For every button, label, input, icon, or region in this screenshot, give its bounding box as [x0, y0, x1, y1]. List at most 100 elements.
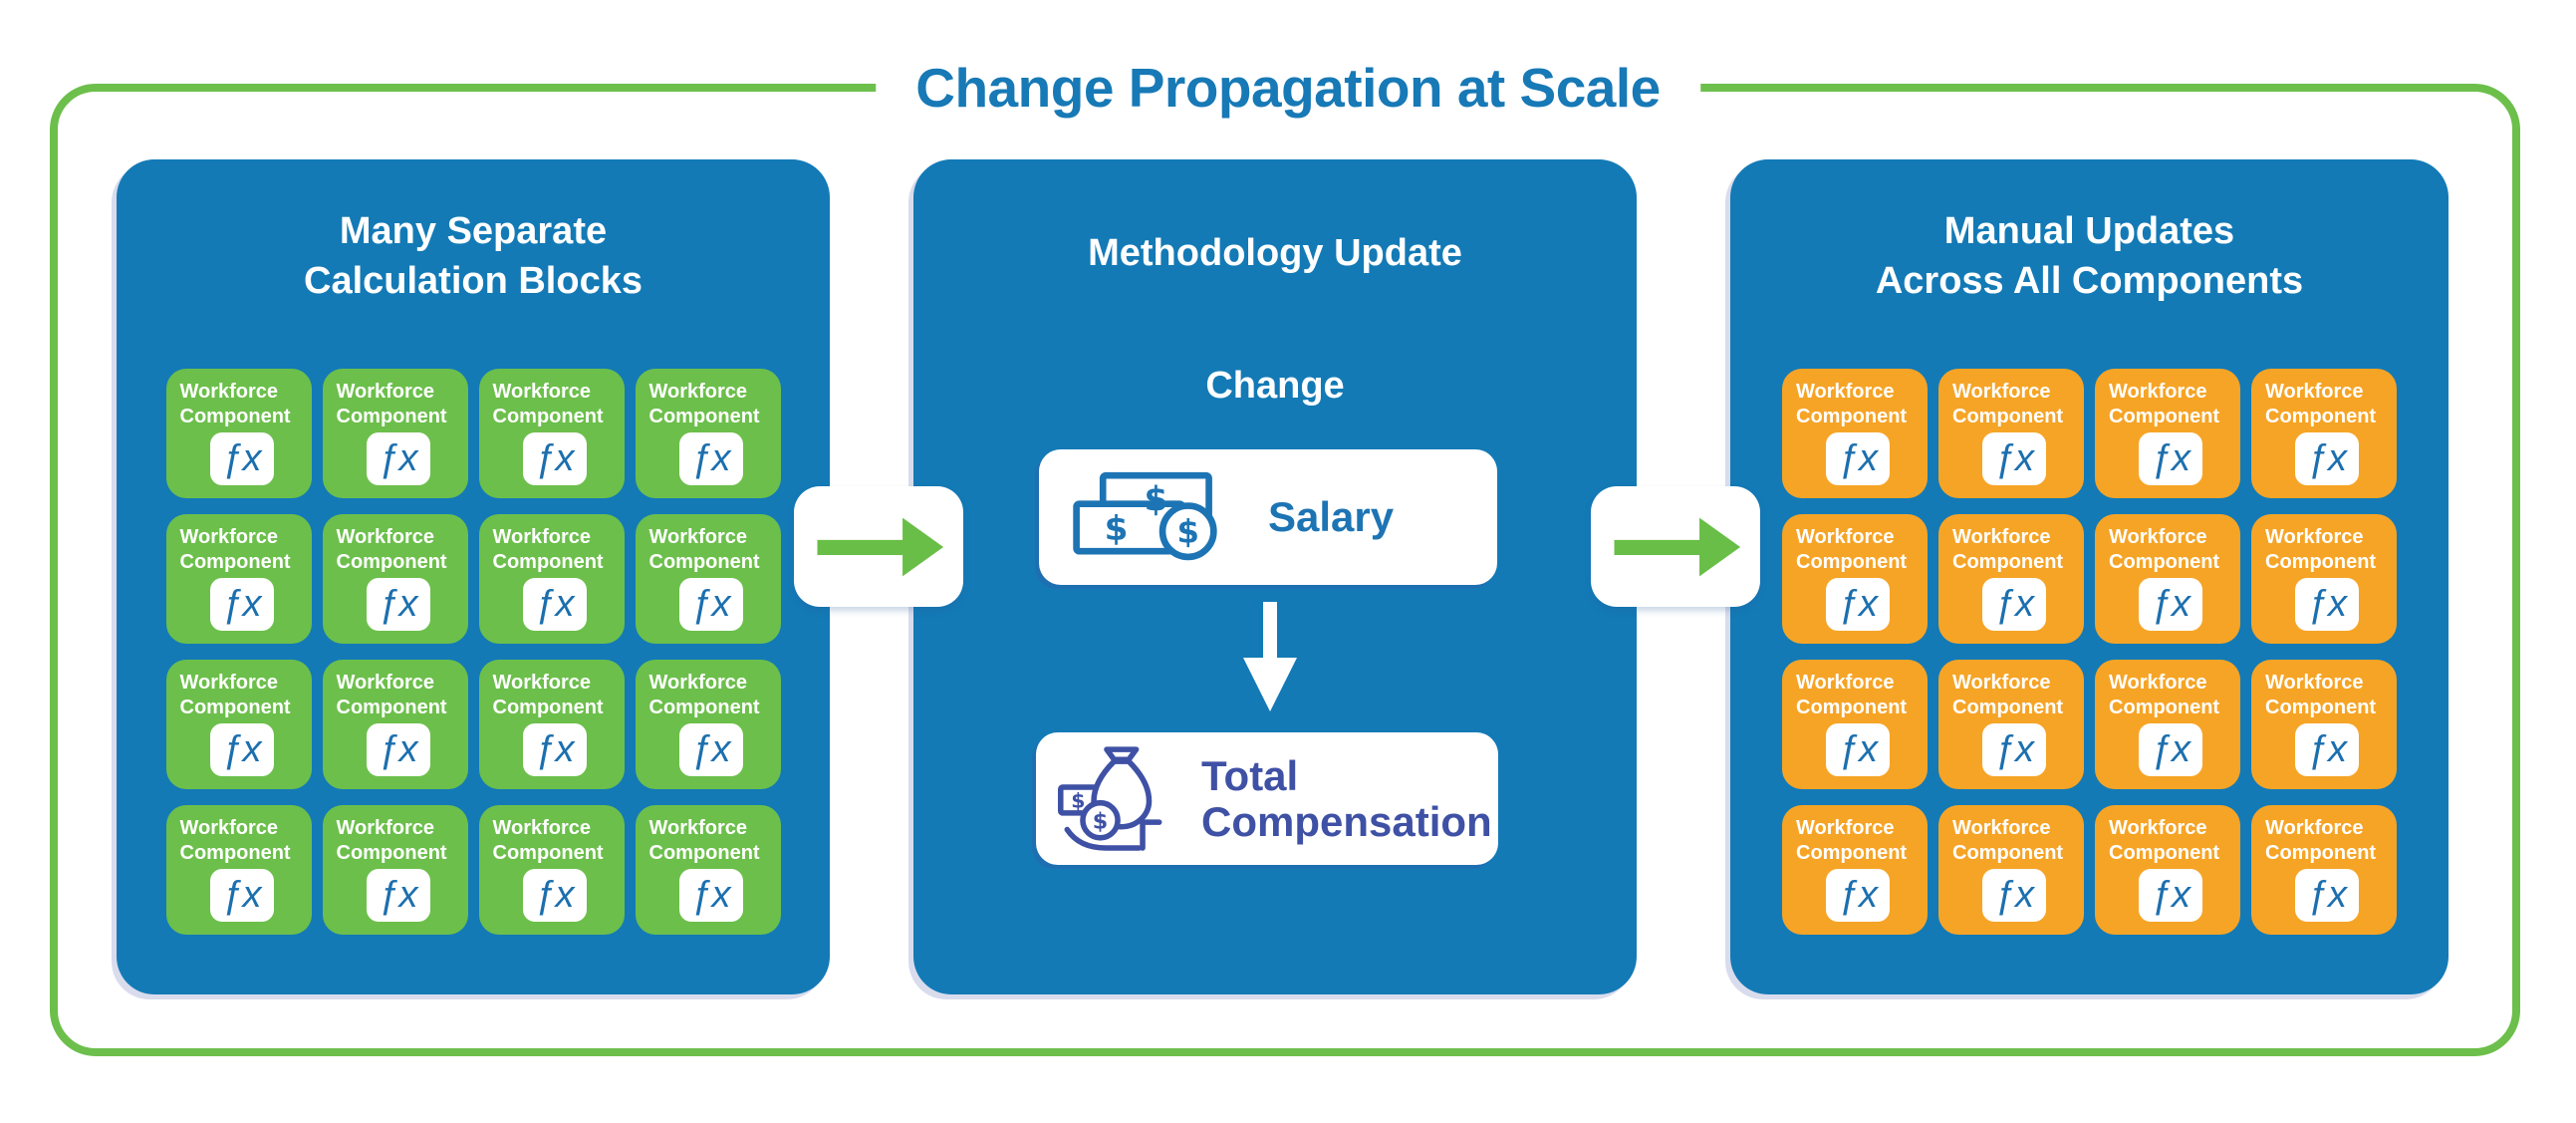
tile-label-line1: Workforce [1796, 526, 1895, 548]
tile-label-line2: Component [2265, 842, 2377, 864]
tile-label-line1: Workforce [1952, 672, 2051, 694]
tile-label-line1: Workforce [2265, 381, 2364, 403]
workforce-component-tile: Workforce Component ƒx [322, 805, 468, 935]
tile-label: Workforce Component [1796, 380, 1920, 429]
tile-label: Workforce Component [1952, 816, 2076, 866]
tile-label: Workforce Component [649, 525, 773, 575]
workforce-component-tile: Workforce Component ƒx [165, 660, 312, 789]
tile-label: Workforce Component [1796, 671, 1920, 720]
diagram-title: Change Propagation at Scale [876, 56, 1700, 120]
tile-label: Workforce Component [493, 816, 617, 866]
tile-label-line1: Workforce [336, 817, 435, 839]
workforce-component-tile: Workforce Component ƒx [2095, 660, 2240, 789]
tile-label: Workforce Component [493, 380, 617, 429]
fx-icon: ƒx [534, 436, 575, 479]
fx-badge: ƒx [209, 432, 274, 485]
fx-icon: ƒx [1837, 727, 1879, 770]
fx-icon: ƒx [690, 873, 731, 916]
tile-label-line1: Workforce [1796, 672, 1895, 694]
svg-text:$: $ [1105, 509, 1129, 549]
fx-icon: ƒx [2306, 582, 2348, 625]
tile-label: Workforce Component [493, 525, 617, 575]
arrow-badge-right [1591, 486, 1760, 607]
fx-badge: ƒx [1982, 432, 2046, 485]
tile-label-line1: Workforce [1952, 381, 2051, 403]
svg-text:$: $ [1071, 788, 1085, 812]
workforce-component-tile: Workforce Component ƒx [635, 369, 781, 498]
tile-label-line1: Workforce [2109, 381, 2207, 403]
tile-label: Workforce Component [1952, 671, 2076, 720]
tile-label-line1: Workforce [1796, 817, 1895, 839]
left-tile-grid: Workforce Component ƒx Workforce Compone… [117, 369, 830, 935]
fx-badge: ƒx [1982, 578, 2046, 631]
fx-badge: ƒx [2295, 432, 2359, 485]
fx-badge: ƒx [522, 869, 587, 922]
workforce-component-tile: Workforce Component ƒx [1938, 369, 2084, 498]
fx-icon: ƒx [2150, 436, 2191, 479]
fx-badge: ƒx [2295, 578, 2359, 631]
fx-badge: ƒx [2139, 723, 2202, 776]
fx-badge: ƒx [1826, 578, 1890, 631]
tile-label-line1: Workforce [492, 526, 592, 548]
panel-manual-updates: Manual Updates Across All Components Wor… [1730, 159, 2448, 994]
fx-badge: ƒx [1826, 723, 1890, 776]
tile-label-line2: Component [1952, 551, 2064, 573]
fx-icon: ƒx [690, 436, 731, 479]
fx-icon: ƒx [1837, 436, 1879, 479]
tile-label-line2: Component [2265, 551, 2377, 573]
tile-label-line1: Workforce [2265, 526, 2364, 548]
total-compensation-card: $ $ Total Compensation [1036, 732, 1498, 865]
workforce-component-tile: Workforce Component ƒx [322, 660, 468, 789]
fx-badge: ƒx [2139, 432, 2202, 485]
fx-badge: ƒx [1826, 432, 1890, 485]
panel-methodology-update: Methodology Update Change $ $ $ Salary [913, 159, 1637, 994]
tile-label: Workforce Component [2109, 816, 2232, 866]
total-label-line1: Total [1201, 751, 1299, 799]
tile-label-line2: Component [2265, 697, 2377, 718]
tile-label: Workforce Component [2109, 671, 2232, 720]
workforce-component-tile: Workforce Component ƒx [2095, 805, 2240, 935]
tile-label-line1: Workforce [492, 672, 592, 694]
banknotes-coin-icon: $ $ $ [1073, 471, 1217, 561]
tile-label: Workforce Component [1952, 380, 2076, 429]
tile-label-line2: Component [179, 697, 291, 718]
fx-badge: ƒx [366, 578, 430, 631]
fx-icon: ƒx [534, 582, 575, 625]
fx-badge: ƒx [366, 869, 430, 922]
tile-label: Workforce Component [2265, 380, 2389, 429]
tile-label-line1: Workforce [1796, 381, 1895, 403]
fx-icon: ƒx [2306, 436, 2348, 479]
tile-label-line1: Workforce [179, 381, 279, 403]
svg-text:$: $ [1176, 513, 1198, 551]
tile-label: Workforce Component [493, 671, 617, 720]
tile-label-line2: Component [1796, 842, 1908, 864]
fx-badge: ƒx [366, 432, 430, 485]
tile-label-line2: Component [648, 551, 760, 573]
workforce-component-tile: Workforce Component ƒx [2251, 805, 2397, 935]
workforce-component-tile: Workforce Component ƒx [635, 805, 781, 935]
tile-label-line2: Component [1796, 551, 1908, 573]
tile-label-line2: Component [179, 406, 291, 427]
tile-label-line2: Component [336, 406, 447, 427]
workforce-component-tile: Workforce Component ƒx [322, 369, 468, 498]
tile-label: Workforce Component [337, 380, 460, 429]
fx-icon: ƒx [2150, 873, 2191, 916]
tile-label-line2: Component [2109, 406, 2220, 427]
tile-label-line1: Workforce [336, 526, 435, 548]
tile-label-line2: Component [648, 406, 760, 427]
change-label: Change [1205, 365, 1345, 407]
fx-badge: ƒx [678, 869, 743, 922]
moneybag-hand-icon: $ $ [1058, 745, 1162, 851]
fx-icon: ƒx [221, 873, 262, 916]
workforce-component-tile: Workforce Component ƒx [1782, 369, 1928, 498]
tile-label-line2: Component [2109, 697, 2220, 718]
right-tile-grid: Workforce Component ƒx Workforce Compone… [1730, 369, 2448, 935]
tile-label-line2: Component [1952, 406, 2064, 427]
workforce-component-tile: Workforce Component ƒx [478, 805, 625, 935]
fx-icon: ƒx [221, 436, 262, 479]
fx-icon: ƒx [378, 436, 418, 479]
tile-label-line2: Component [336, 551, 447, 573]
workforce-component-tile: Workforce Component ƒx [165, 805, 312, 935]
fx-icon: ƒx [1993, 582, 2035, 625]
